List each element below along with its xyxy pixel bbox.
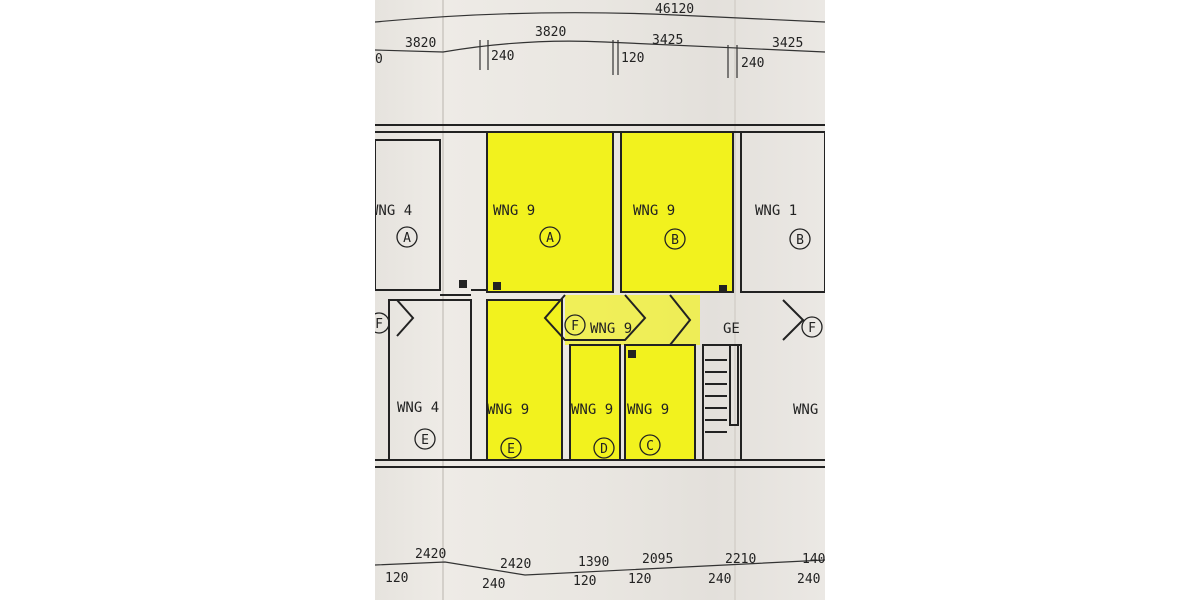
room-label: WNG 9: [627, 402, 669, 418]
room-label: WNG 9: [590, 321, 632, 337]
dim-bottom-5: 2210: [725, 552, 756, 567]
dim-bottom-2: 2420: [500, 557, 531, 572]
floor-plan: 46120 3820 3820 3425 3425 0 240 120 240 …: [375, 0, 825, 600]
dim-top-wall-2: 120: [621, 51, 644, 66]
dim-overall: 46120: [655, 2, 694, 17]
room-label: WNG 10: [793, 402, 825, 418]
dim-bottom-1: 2420: [415, 547, 446, 562]
dim-top-wall-1: 240: [491, 49, 514, 64]
dim-bottom-6: 140: [802, 552, 825, 567]
room-label: GE: [723, 321, 740, 337]
room-letter: D: [600, 442, 608, 457]
dim-top-2: 3820: [535, 25, 566, 40]
room-letter: F: [808, 321, 816, 336]
dim-bottom-3: 1390: [578, 555, 609, 570]
room-label: WNG 9: [487, 402, 529, 418]
dimension-lines: [375, 12, 825, 576]
room-letter: B: [671, 233, 679, 248]
room-label: WNG 9: [571, 402, 613, 418]
room-label: WNG 9: [493, 203, 535, 219]
room-label: WNG 1: [755, 203, 797, 219]
dim-bottom-wall-4: 120: [628, 572, 651, 587]
room-letter: B: [796, 233, 804, 248]
dim-top-3: 3425: [652, 33, 683, 48]
room-highlight-c: [625, 345, 695, 460]
room-highlight-e: [487, 300, 562, 460]
room-letter: C: [646, 439, 654, 454]
floor-plan-photo: 46120 3820 3820 3425 3425 0 240 120 240 …: [375, 0, 825, 600]
dim-bottom-wall-5: 240: [708, 572, 731, 587]
room-letter: F: [571, 319, 579, 334]
room-label: WNG 4: [375, 203, 412, 219]
room-highlight-a: [487, 132, 613, 292]
room-letter: E: [421, 433, 429, 448]
dim-bottom-4: 2095: [642, 552, 673, 567]
room-label: WNG 4: [397, 400, 439, 416]
room-highlight-b: [621, 132, 733, 292]
room-letter: E: [507, 442, 515, 457]
room-letter: A: [546, 231, 554, 246]
room-letter: A: [403, 231, 411, 246]
dim-top-4: 3425: [772, 36, 803, 51]
dim-bottom-wall-6: 240: [797, 572, 820, 587]
dim-bottom-wall-2: 240: [482, 577, 505, 592]
shafts: [459, 280, 727, 358]
room-letter: F: [375, 317, 383, 332]
dim-top-1: 3820: [405, 36, 436, 51]
room-markers: [375, 226, 823, 459]
dim-bottom-wall-3: 120: [573, 574, 596, 589]
walls: [375, 124, 825, 468]
dim-top-wall-3: 240: [741, 56, 764, 71]
dim-top-partial: 0: [375, 52, 383, 67]
dim-bottom-wall-1: 120: [385, 571, 408, 586]
room-label: WNG 9: [633, 203, 675, 219]
